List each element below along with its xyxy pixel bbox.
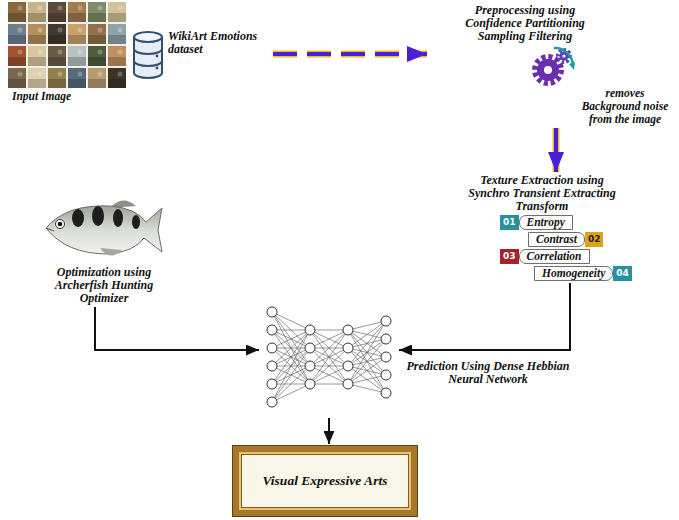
input-node: Input Image (6, 2, 128, 103)
image-caption: Input Image (12, 90, 128, 103)
output-title: Visual Expressive Arts (263, 473, 388, 489)
step-note: removes Background noise from the image (576, 87, 674, 126)
connector-line (554, 128, 558, 172)
callout-number: 03 (500, 249, 519, 264)
connector (556, 128, 557, 172)
network-node: Prediction Using Dense Hebbian Neural Ne… (262, 298, 396, 416)
process-step: Optimization using Archerfish Hunting Op… (36, 190, 172, 305)
connector-line (95, 307, 259, 350)
feature-row: 01Entropy (500, 215, 668, 230)
step-title: Prediction Using Dense Hebbian Neural Ne… (402, 360, 574, 386)
connector (273, 54, 427, 55)
feature-tag: Correlation (519, 249, 590, 264)
feature-row: Contrast02 (528, 232, 668, 247)
output-frame: Visual Expressive Arts (233, 446, 417, 516)
callout-number: 02 (585, 232, 604, 247)
dataset-node: WikiArt Emotions dataset (130, 28, 270, 80)
feature-tag: Homogeneity (534, 266, 613, 281)
callout-number: 01 (500, 215, 519, 230)
feature-row: 03Correlation (500, 249, 668, 264)
neural-network-illustration (262, 298, 396, 416)
connector-line (328, 418, 330, 444)
step-title: Optimization using Archerfish Hunting Op… (48, 266, 160, 305)
process-step: Texture Extraction using Synchro Transie… (462, 174, 668, 281)
connector-line (273, 52, 427, 56)
connector-line (399, 283, 570, 350)
connector (329, 418, 330, 444)
process-step: Preprocessing using Confidence Partition… (430, 4, 676, 126)
feature-tag: Contrast (528, 232, 585, 247)
feature-row: Homogeneity04 (534, 266, 668, 281)
connector (399, 283, 570, 350)
step-title: Preprocessing using Confidence Partition… (450, 4, 600, 43)
gear-icon (528, 44, 576, 90)
step-title: Texture Extraction using Synchro Transie… (468, 174, 616, 213)
fish-illustration (40, 192, 165, 264)
connector-edge (553, 128, 560, 172)
feature-tag: Entropy (519, 215, 573, 230)
database-icon (132, 30, 164, 80)
connector-edge (273, 51, 427, 58)
dataset-label: WikiArt Emotions dataset (168, 30, 268, 56)
callout-number: 04 (613, 266, 632, 281)
painting-grid (8, 2, 126, 88)
connector (95, 307, 259, 350)
